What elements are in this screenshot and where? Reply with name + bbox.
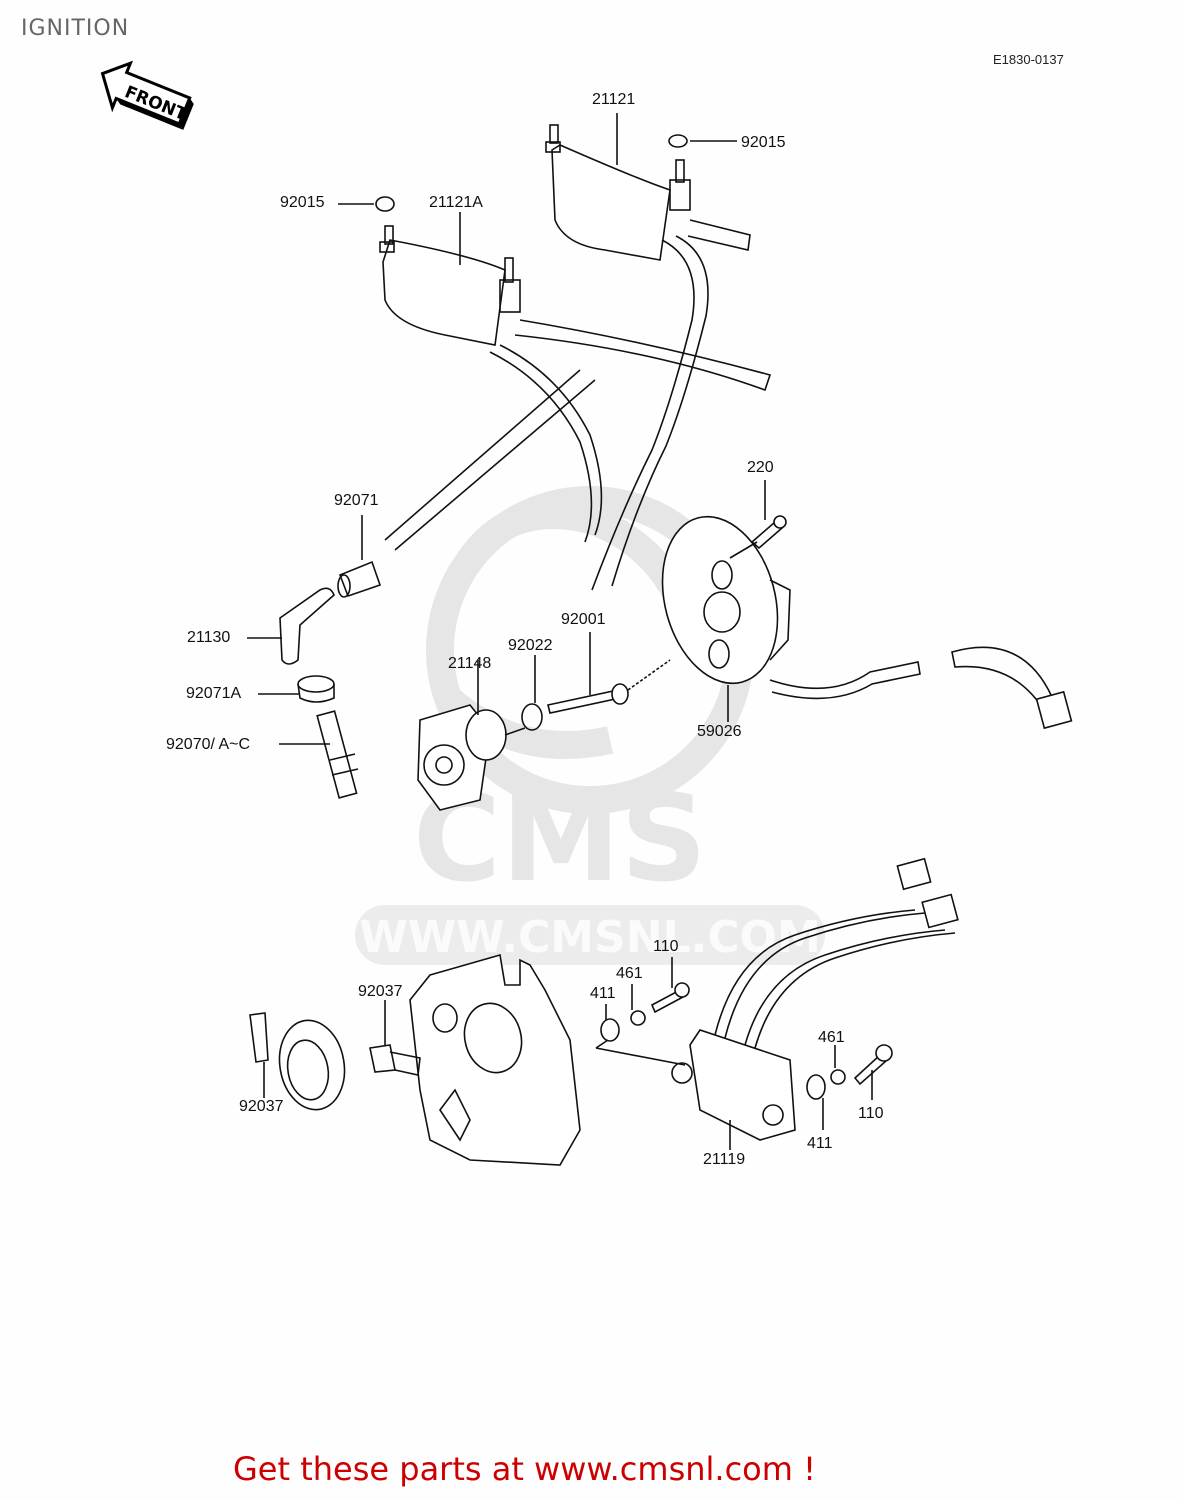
get-parts-link[interactable]: Get these parts at www.cmsnl.com ! — [233, 1450, 816, 1488]
part-label-92071[interactable]: 92071 — [334, 492, 379, 509]
nut-461-right — [830, 1069, 846, 1085]
ignition-coil-21121A — [379, 225, 772, 551]
seal-92071A — [297, 675, 335, 703]
part-label-92037-left[interactable]: 92037 — [239, 1098, 284, 1115]
part-label-411-bottom[interactable]: 411 — [807, 1135, 833, 1152]
part-label-21130[interactable]: 21130 — [187, 629, 231, 646]
part-label-59026[interactable]: 59026 — [697, 723, 742, 740]
nut-92015-left — [375, 196, 395, 212]
part-label-110-right[interactable]: 110 — [858, 1105, 884, 1122]
part-label-92022[interactable]: 92022 — [508, 637, 553, 654]
washer-411-top — [600, 1018, 620, 1042]
clamp-92037-mid — [369, 1044, 421, 1076]
pickup-coil-59026 — [661, 515, 1073, 730]
diagram-code: E1830-0137 — [993, 52, 1064, 67]
front-arrow-icon: FRONT — [100, 60, 194, 130]
spark-plug-92070 — [316, 710, 359, 799]
cdi-unit-21119 — [671, 857, 959, 1141]
bolt-110-right — [853, 1044, 893, 1086]
cms-watermark-text: CMS WWW.CMSNL.COM — [355, 770, 825, 965]
part-label-220[interactable]: 220 — [747, 459, 774, 476]
washer-411-right — [806, 1074, 826, 1100]
part-label-21121[interactable]: 21121 — [592, 91, 636, 108]
part-label-21119[interactable]: 21119 — [703, 1151, 746, 1168]
svg-text:WWW.CMSNL.COM: WWW.CMSNL.COM — [359, 912, 821, 963]
pickup-cover-housing — [409, 953, 581, 1166]
part-label-92015-right[interactable]: 92015 — [741, 134, 786, 151]
part-label-92071A[interactable]: 92071A — [186, 685, 242, 702]
bolt-92001 — [547, 683, 629, 714]
part-label-461-right[interactable]: 461 — [818, 1029, 845, 1046]
part-label-92070[interactable]: 92070/ A~C — [166, 736, 251, 753]
washer-92022 — [521, 703, 543, 731]
part-label-461-top[interactable]: 461 — [616, 965, 643, 982]
part-label-411-top[interactable]: 411 — [590, 985, 616, 1002]
part-label-92037-mid[interactable]: 92037 — [358, 983, 403, 1000]
part-label-92015-left[interactable]: 92015 — [280, 194, 325, 211]
part-label-92001[interactable]: 92001 — [561, 611, 606, 628]
part-label-21121A[interactable]: 21121A — [429, 194, 483, 211]
plug-cap-21130 — [279, 587, 335, 665]
cap-92071 — [337, 560, 382, 598]
page-title: IGNITION — [21, 16, 130, 41]
screw-220 — [750, 515, 787, 550]
cover-cap-with-clamp-92037 — [249, 1012, 346, 1111]
timing-advancer-21148 — [417, 704, 507, 811]
bolt-110-top — [650, 982, 690, 1014]
ignition-coil-21121 — [545, 124, 751, 591]
part-label-110-top[interactable]: 110 — [653, 938, 679, 955]
part-label-21148[interactable]: 21148 — [448, 655, 492, 672]
nut-461-top — [630, 1010, 646, 1026]
nut-92015-right — [668, 134, 688, 148]
